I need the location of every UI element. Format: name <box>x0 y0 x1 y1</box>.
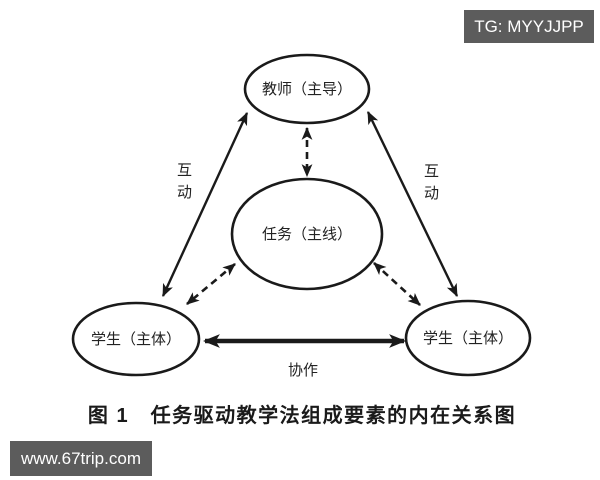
edge-interaction-right <box>366 111 459 297</box>
task-label: 任务（主线） <box>262 226 352 243</box>
teacher-label: 教师（主导） <box>262 81 352 98</box>
student-left-ellipse <box>71 301 201 377</box>
edge-task-student-right <box>373 262 421 306</box>
collaboration-label: 协作 <box>288 362 318 379</box>
node-task: 任务（主线） <box>230 177 384 291</box>
edge-interaction-left <box>161 112 249 297</box>
site-watermark-badge: www.67trip.com <box>10 441 152 476</box>
edge-task-student-left <box>186 263 236 305</box>
node-teacher: 教师（主导） <box>243 53 371 125</box>
tg-watermark-badge: TG: MYYJJPP <box>464 10 594 43</box>
interaction-left-label: 互动 <box>175 162 191 206</box>
teacher-ellipse <box>243 53 371 125</box>
figure-caption: 图 1 任务驱动教学法组成要素的内在关系图 <box>88 403 516 427</box>
node-student-left: 学生（主体） <box>71 301 201 377</box>
interaction-right-label: 互动 <box>422 163 438 207</box>
student-left-label: 学生（主体） <box>91 331 181 348</box>
student-right-label: 学生（主体） <box>423 330 513 347</box>
student-right-ellipse <box>404 299 532 377</box>
node-student-right: 学生（主体） <box>404 299 532 377</box>
task-ellipse <box>230 177 384 291</box>
